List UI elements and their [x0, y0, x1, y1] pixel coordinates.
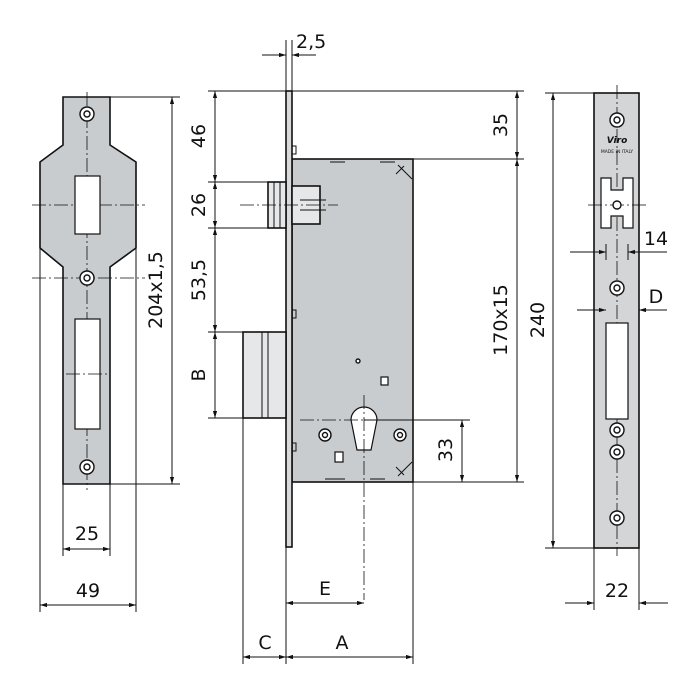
strike-plate [32, 92, 145, 490]
dim-thickness-label: 2,5 [296, 31, 326, 53]
lock-dimension-lines [208, 40, 524, 664]
strike-dimension-lines [39, 96, 180, 612]
dim-25-label: 25 [75, 523, 99, 545]
dim-d-label: D [649, 286, 664, 308]
dim-a-label: A [336, 632, 349, 654]
foreplate: Viro MADE IN ITALY [588, 85, 646, 556]
dim-46-label: 46 [188, 124, 210, 148]
dim-53-5-label: 53,5 [188, 259, 210, 301]
dim-240-label: 240 [527, 302, 549, 338]
dim-22-label: 22 [605, 580, 629, 602]
brand-logo: Viro [607, 136, 628, 146]
made-in-label: MADE IN ITALY [601, 149, 634, 155]
dim-26-label: 26 [188, 193, 210, 217]
dim-14-label: 14 [644, 228, 668, 250]
dim-49-label: 49 [76, 580, 100, 602]
lock-body [240, 90, 420, 600]
dim-170x15-label: 170x15 [490, 284, 512, 356]
dim-33-label: 33 [435, 438, 457, 462]
dim-e-label: E [319, 578, 331, 600]
dim-b-label: B [188, 368, 210, 381]
foreplate-dimension-lines [545, 92, 668, 610]
dim-35-label: 35 [490, 113, 512, 137]
dim-c-label: C [258, 632, 271, 654]
dim-204x1-5-label: 204x1,5 [145, 251, 167, 329]
